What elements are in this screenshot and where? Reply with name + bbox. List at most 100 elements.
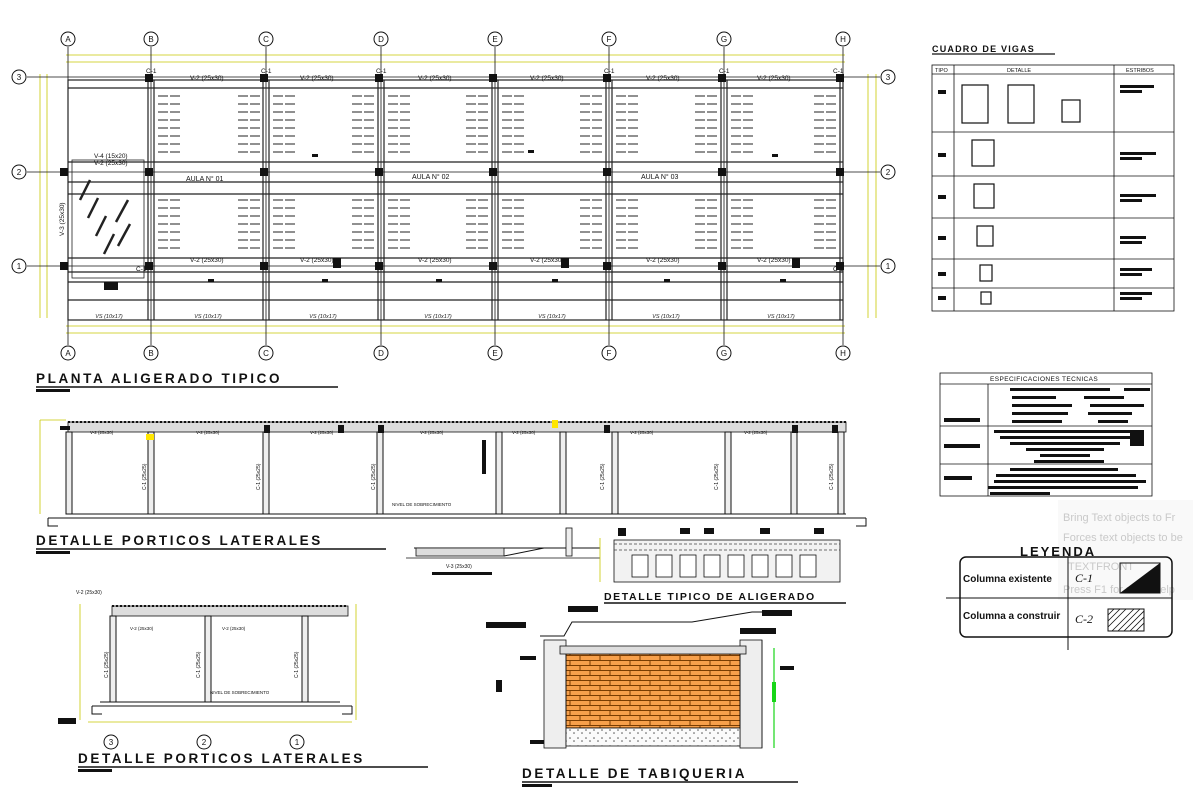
svg-text:V-2 (25x30): V-2 (25x30) bbox=[757, 257, 791, 264]
grid-label-g-top: G bbox=[721, 35, 727, 44]
svg-text:V-2 (25x30): V-2 (25x30) bbox=[300, 75, 334, 82]
grid-bubble-e-top bbox=[487, 31, 503, 47]
svg-text:V-2 (25x30): V-2 (25x30) bbox=[130, 626, 154, 631]
plan-beam-labels: V-2 (25x30) V-2 (25x30) V-2 (25x30) V-2 … bbox=[95, 68, 844, 320]
grid-label-h-top: H bbox=[840, 35, 846, 44]
level-note-small: NIVEL DE SOBRECIMIENTO bbox=[210, 690, 270, 695]
stair-beam-label-2: V-2 (25x30) bbox=[94, 160, 128, 167]
svg-text:C-1 (25x25): C-1 (25x25) bbox=[104, 651, 110, 678]
svg-text:C-1: C-1 bbox=[261, 68, 272, 75]
grid-bubble-d-top bbox=[373, 31, 389, 47]
grid-label-2-right: 2 bbox=[886, 168, 891, 177]
grid-bubble-f-top bbox=[601, 31, 617, 47]
stair-zone: V-4 (15x20) V-2 (25x30) V-3 (25x30) bbox=[59, 153, 145, 290]
svg-text:C-1 (25x25): C-1 (25x25) bbox=[142, 463, 148, 490]
lateral-frames-title-2: DETALLE PORTICOS LATERALES bbox=[78, 751, 365, 766]
svg-text:C-1 (25x25): C-1 (25x25) bbox=[829, 463, 835, 490]
grid-label-a-top: A bbox=[65, 35, 71, 44]
grid-label-d-bottom: D bbox=[378, 349, 384, 358]
svg-text:V-2 (25x30): V-2 (25x30) bbox=[646, 75, 680, 82]
svg-text:V-2 (25x30): V-2 (25x30) bbox=[76, 590, 102, 596]
grid-label-g-bottom: G bbox=[721, 349, 727, 358]
grid-bubble-b-top bbox=[143, 31, 159, 47]
svg-text:C-1: C-1 bbox=[136, 266, 147, 273]
partition-detail: DETALLE DE TABIQUERIA bbox=[486, 606, 798, 787]
svg-text:VS (10x17): VS (10x17) bbox=[309, 314, 337, 320]
svg-text:V-2 (25x30): V-2 (25x30) bbox=[90, 430, 114, 435]
frame-axis-3: 3 bbox=[109, 738, 114, 747]
svg-text:V-2 (25x30): V-2 (25x30) bbox=[300, 257, 334, 264]
svg-text:VS (10x17): VS (10x17) bbox=[424, 314, 452, 320]
grid-label-b-top: B bbox=[148, 35, 153, 44]
legend-item-new-label: Columna a construir bbox=[963, 611, 1060, 622]
beam-schedule: CUADRO DE VIGAS TIPO DETALLE ESTRIBOS bbox=[931, 44, 1175, 312]
slab-detail: DETALLE TIPICO DE ALIGERADO bbox=[599, 528, 846, 604]
grid-label-1-right: 1 bbox=[886, 262, 891, 271]
slab-detail-title: DETALLE TIPICO DE ALIGERADO bbox=[604, 591, 816, 603]
ghost-tooltip-overlay: Bring Text objects to Fr Forces text obj… bbox=[1058, 500, 1193, 600]
lateral-frames-title: DETALLE PORTICOS LATERALES bbox=[36, 533, 323, 548]
svg-text:C-1 (25x25): C-1 (25x25) bbox=[371, 463, 377, 490]
partition-detail-title: DETALLE DE TABIQUERIA bbox=[522, 766, 747, 781]
room-label-aula-03: AULA N° 03 bbox=[641, 173, 679, 181]
beam-schedule-header-tipo: TIPO bbox=[935, 68, 949, 74]
plan-dimension-lines bbox=[39, 54, 877, 334]
grid-bubble-c-top bbox=[258, 31, 274, 47]
svg-text:C-1 (25x25): C-1 (25x25) bbox=[714, 463, 720, 490]
plan-view: A B C D E F G H A B C D E bbox=[11, 31, 896, 392]
svg-text:V-2 (25x30): V-2 (25x30) bbox=[530, 75, 564, 82]
svg-text:V-2 (25x30): V-2 (25x30) bbox=[630, 430, 654, 435]
svg-text:VS (10x17): VS (10x17) bbox=[767, 314, 795, 320]
svg-text:C-1 (25x25): C-1 (25x25) bbox=[294, 651, 300, 678]
legend: LEYENDA Columna existente C-1 Columna a … bbox=[946, 544, 1173, 650]
lateral-frames-detail-small: NIVEL DE SOBRECIMIENTO C-1 (25x25) C-1 (… bbox=[58, 590, 428, 772]
beam-schedule-header-estribos: ESTRIBOS bbox=[1126, 68, 1154, 74]
svg-text:V-2 (25x30): V-2 (25x30) bbox=[512, 430, 536, 435]
svg-text:VS (10x17): VS (10x17) bbox=[652, 314, 680, 320]
beam-schedule-header-detalle: DETALLE bbox=[1007, 68, 1031, 74]
legend-title: LEYENDA bbox=[1020, 544, 1096, 559]
ghost-text-2: Forces text objects to be bbox=[1063, 532, 1183, 544]
svg-text:V-2 (25x30): V-2 (25x30) bbox=[196, 430, 220, 435]
grid-label-3-right: 3 bbox=[886, 73, 891, 82]
lateral-frames-detail: C-1 (25x25) C-1 (25x25) C-1 (25x25) C-1 … bbox=[36, 419, 867, 554]
svg-text:C-1 (25x25): C-1 (25x25) bbox=[196, 651, 202, 678]
grid-label-b-bottom: B bbox=[148, 349, 153, 358]
beam-schedule-title: CUADRO DE VIGAS bbox=[932, 44, 1035, 54]
existing-column-symbol bbox=[1120, 563, 1160, 593]
grid-bubbles-top: A B C D E F G H bbox=[60, 31, 851, 47]
room-label-aula-02: AULA N° 02 bbox=[412, 173, 450, 181]
svg-text:V-2 (25x30): V-2 (25x30) bbox=[190, 75, 224, 82]
grid-label-e-top: E bbox=[492, 35, 497, 44]
left-beam-label: V-3 (25x30) bbox=[59, 202, 66, 236]
specs-title: ESPECIFICACIONES TECNICAS bbox=[990, 376, 1098, 383]
grid-bubble-h-top bbox=[835, 31, 851, 47]
svg-text:V-2 (25x30): V-2 (25x30) bbox=[744, 430, 768, 435]
svg-text:VS (10x17): VS (10x17) bbox=[194, 314, 222, 320]
grid-bubble-g-top bbox=[716, 31, 732, 47]
svg-text:V-2 (25x30): V-2 (25x30) bbox=[530, 257, 564, 264]
legend-item-existing-code: C-1 bbox=[1075, 571, 1093, 585]
svg-text:C-1 (25x25): C-1 (25x25) bbox=[256, 463, 262, 490]
svg-text:V-2 (25x30): V-2 (25x30) bbox=[222, 626, 246, 631]
grid-label-c-top: C bbox=[263, 35, 269, 44]
svg-text:C-1 (25x25): C-1 (25x25) bbox=[600, 463, 606, 490]
svg-text:V-2 (25x30): V-2 (25x30) bbox=[420, 430, 444, 435]
ghost-text-1: Bring Text objects to Fr bbox=[1063, 512, 1176, 524]
grid-label-2-left: 2 bbox=[17, 168, 22, 177]
stair-beam-label-1: V-4 (15x20) bbox=[94, 153, 128, 160]
svg-text:V-2 (25x30): V-2 (25x30) bbox=[757, 75, 791, 82]
svg-text:V-2 (25x30): V-2 (25x30) bbox=[190, 257, 224, 264]
svg-text:VS (10x17): VS (10x17) bbox=[538, 314, 566, 320]
svg-text:V-2 (25x30): V-2 (25x30) bbox=[646, 257, 680, 264]
grid-bubbles-bottom: A B C D E F G H bbox=[60, 345, 851, 361]
joist-marks bbox=[158, 95, 836, 249]
technical-specs-table: ESPECIFICACIONES TECNICAS bbox=[939, 372, 1153, 497]
frame-axis-2: 2 bbox=[202, 738, 207, 747]
svg-text:C-1: C-1 bbox=[376, 68, 387, 75]
plan-columns bbox=[60, 74, 844, 270]
grid-label-c-bottom: C bbox=[263, 349, 269, 358]
svg-text:C-1: C-1 bbox=[146, 68, 157, 75]
svg-text:V-2 (25x30): V-2 (25x30) bbox=[310, 430, 334, 435]
